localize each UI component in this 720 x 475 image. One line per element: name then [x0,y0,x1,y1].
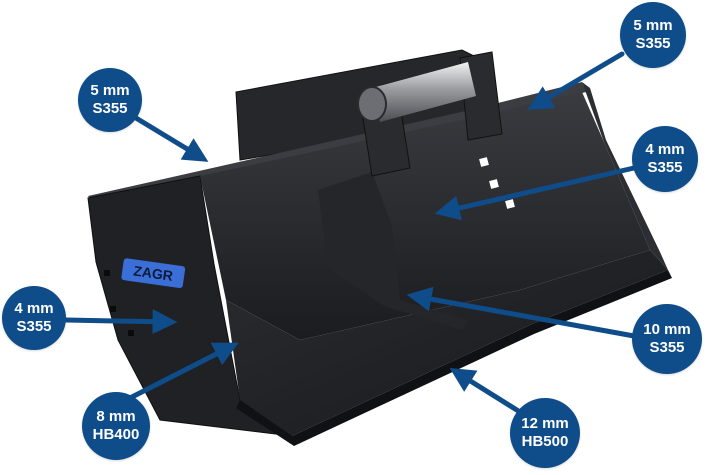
callout-thickness: 5 mm [633,17,673,34]
brand-logo-plate [121,258,186,288]
callout-arrows [63,51,637,415]
callout-material: S355 [92,100,128,117]
callout-material: S355 [647,159,683,176]
brand-logo: ZAGR [121,258,186,288]
hinge-pin-end [357,86,387,122]
hole-2 [489,179,499,189]
callout-badge-right-upper: 4 mm S355 [632,126,698,192]
bucket-body [87,49,672,446]
inner-curved-wall [200,92,650,340]
arrow-top-left [133,115,209,162]
callout-badge-top-left: 5 mm S355 [78,68,142,132]
callout-thickness: 8 mm [96,408,136,425]
arrow-left-middle [63,309,178,335]
callout-badge-bottom-left: 8 mm HB400 [82,392,150,460]
arrow-top-right [527,51,625,110]
callout-badge-left-middle: 4 mm S355 [2,286,66,350]
callout-material: HB400 [92,426,140,443]
right-side-plate [582,82,668,270]
callout-material: S355 [649,339,685,356]
arrow-right-upper [434,165,637,221]
callout-badge-right-lower: 10 mm S355 [632,304,702,374]
callout-thickness: 4 mm [645,141,685,158]
arrow-bottom-middle [449,368,523,415]
hole-1 [479,157,489,167]
side-hole-2 [110,306,116,312]
callout-thickness: 4 mm [14,300,54,317]
arrow-bottom-left [127,342,239,401]
callout-material: S355 [16,318,52,335]
callout-badge-top-right: 5 mm S355 [620,2,686,68]
callout-material: HB500 [521,433,569,450]
brand-logo-text: ZAGR [133,262,175,283]
callout-material: S355 [635,35,671,52]
arrow-right-lower [406,286,637,339]
side-hole-3 [128,330,134,336]
callout-badge-bottom-middle: 12 mm HB500 [510,398,580,468]
callout-thickness: 10 mm [643,321,691,338]
side-hole-1 [104,270,110,276]
hinge-pin [372,62,476,122]
callout-thickness: 12 mm [521,415,569,432]
callout-thickness: 5 mm [90,82,130,99]
cutting-edge [236,270,672,446]
center-rib [318,172,468,330]
bucket-floor [226,250,668,436]
hole-3 [505,199,515,209]
